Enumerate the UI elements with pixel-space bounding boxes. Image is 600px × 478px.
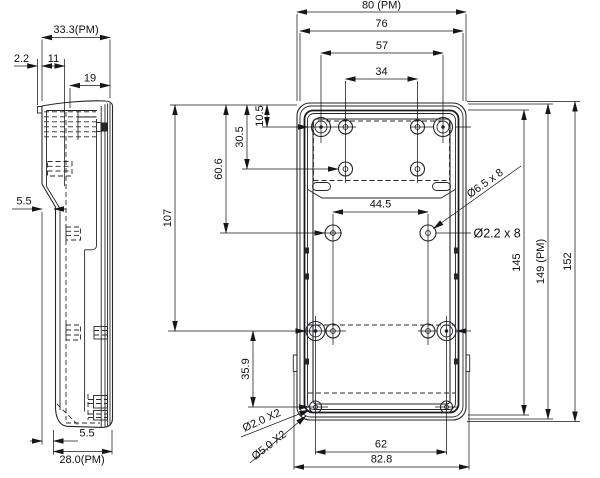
dim-145-label: 145: [511, 253, 523, 271]
dim-149pm-label: 149 (PM): [535, 239, 547, 284]
dim-34-label: 34: [375, 66, 387, 78]
side-view-outline: [36, 100, 114, 428]
dim-76-label: 76: [375, 18, 387, 30]
side-view: 33.3(PM) 2.2 11 19 5.5 5.5 28.0(PM): [12, 24, 114, 466]
bottom-small-hole: [308, 400, 454, 414]
dim-62-label: 62: [375, 439, 387, 451]
dim-82-8-label: 82.8: [371, 454, 392, 466]
dim-lip-label: 2.2: [14, 53, 29, 65]
left-cable-slot: [312, 182, 331, 191]
left-mounting-tab: [292, 354, 298, 372]
dim-step-label: 5.5: [16, 196, 31, 208]
dim-30-5-label: 30.5: [234, 126, 246, 147]
front-view-body: [292, 102, 471, 421]
dim-35-9-label: 35.9: [240, 358, 252, 379]
latch-hook-mark: [100, 122, 108, 132]
right-cable-slot: [432, 182, 451, 191]
dim-107-label: 107: [162, 209, 174, 227]
right-mounting-tab: [465, 354, 471, 372]
pcb-hole: [337, 119, 426, 177]
dim-152-label: 152: [562, 252, 574, 270]
dim-44-5-label: 44.5: [370, 199, 391, 211]
dim-10-5-label: 10.5: [254, 105, 266, 126]
dim-bottom-width-label: 28.0(PM): [59, 454, 104, 466]
callout-pilot-label: Ø2.2 x 8: [474, 227, 521, 241]
dim-bottom-step-label: 5.5: [79, 428, 94, 440]
hole-callouts: Ø6.5 x 8 Ø2.2 x 8 Ø2.0 X2 Ø5.0 X2: [240, 165, 522, 464]
front-view: 80 (PM) 76 57 34 10.5 30.5 60.6 107 35.9…: [162, 0, 580, 470]
dim-57-label: 57: [376, 40, 388, 52]
dim-side-width-label: 33.3(PM): [53, 24, 98, 36]
dim-offset-label: 11: [48, 53, 59, 65]
side-view-dimensions: 33.3(PM) 2.2 11 19 5.5 5.5 28.0(PM): [12, 24, 113, 466]
callout-boss-label: Ø6.5 x 8: [465, 167, 506, 201]
dim-60-6-label: 60.6: [213, 158, 225, 179]
side-view-hidden-lines: [44, 111, 108, 426]
front-view-dimensions: 80 (PM) 76 57 34 10.5 30.5 60.6 107 35.9…: [162, 0, 580, 470]
dim-depth-label: 19: [84, 73, 96, 85]
dim-80pm-label: 80 (PM): [362, 0, 401, 12]
callout-large-hole-label: Ø5.0 X2: [250, 428, 289, 462]
callout-small-hole-label: Ø2.0 X2: [241, 407, 283, 434]
